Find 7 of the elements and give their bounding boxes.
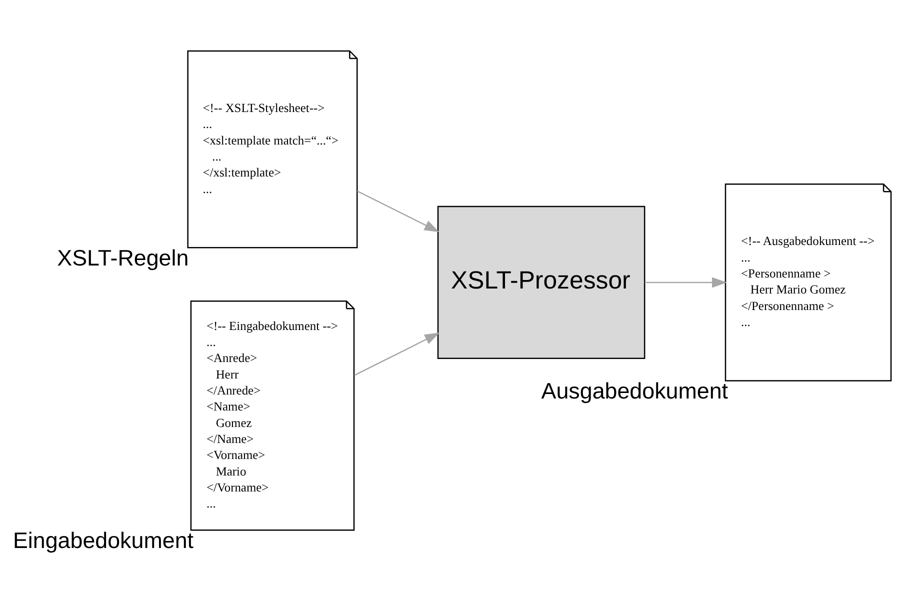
arrow — [356, 190, 440, 232]
node-box: XSLT-Prozessor — [437, 205, 646, 358]
node-label: Ausgabedokument — [541, 378, 728, 404]
node-label: XSLT-Regeln — [57, 245, 189, 270]
arrow — [354, 332, 440, 376]
arrow — [644, 276, 727, 288]
node-label: Eingabedokument — [12, 528, 194, 553]
